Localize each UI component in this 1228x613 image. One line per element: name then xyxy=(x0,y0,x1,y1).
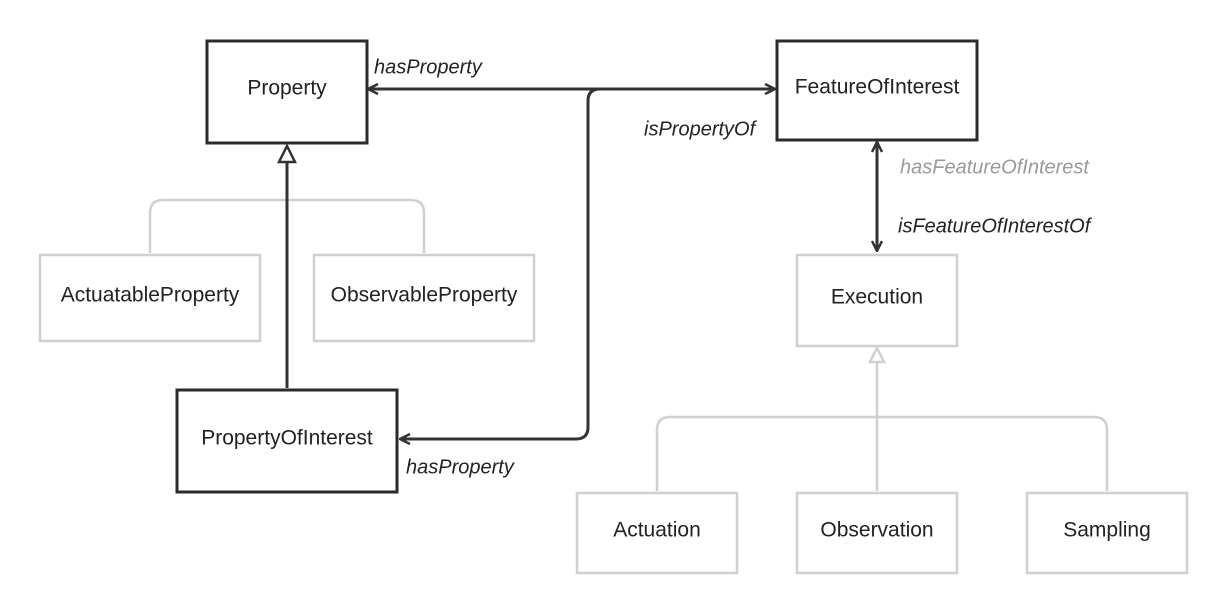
node-property: Property xyxy=(205,39,369,145)
subclass-connector-actuation xyxy=(655,415,877,491)
node-actuation: Actuation xyxy=(575,491,739,575)
node-feature-of-interest: FeatureOfInterest xyxy=(775,39,979,142)
node-property-label: Property xyxy=(247,77,327,100)
edge-label-has-property-top: hasProperty xyxy=(374,56,483,78)
edge-label-is-feature-of-interest-of: isFeatureOfInterestOf xyxy=(898,215,1093,237)
node-property-of-interest-label: PropertyOfInterest xyxy=(201,427,373,450)
node-actuatable-property: ActuatableProperty xyxy=(38,253,262,343)
node-observable-property-label: ObservableProperty xyxy=(331,284,518,307)
node-feature-of-interest-label: FeatureOfInterest xyxy=(795,76,960,99)
edge-label-has-feature-of-interest: hasFeatureOfInterest xyxy=(900,156,1090,178)
node-execution: Execution xyxy=(795,253,959,348)
subclass-arrowhead-execution-icon xyxy=(867,345,887,364)
node-property-of-interest: PropertyOfInterest xyxy=(175,388,399,494)
subclass-connector-observable xyxy=(287,198,426,253)
node-sampling-label: Sampling xyxy=(1063,519,1151,542)
node-observation: Observation xyxy=(795,491,959,575)
node-actuation-label: Actuation xyxy=(613,519,701,542)
node-execution-label: Execution xyxy=(831,286,923,309)
relation-edge-has-property-bottom xyxy=(400,87,601,439)
edge-label-has-property-bottom: hasProperty xyxy=(406,456,515,478)
node-sampling: Sampling xyxy=(1025,491,1189,575)
subclass-arrowhead-property-icon xyxy=(276,143,298,164)
node-actuatable-property-label: ActuatableProperty xyxy=(61,284,240,307)
subclass-connector-actuatable xyxy=(148,198,287,253)
node-observable-property: ObservableProperty xyxy=(312,253,536,343)
node-observation-label: Observation xyxy=(820,519,933,542)
edge-label-is-property-of: isPropertyOf xyxy=(644,118,758,140)
subclass-connector-sampling xyxy=(877,415,1109,491)
